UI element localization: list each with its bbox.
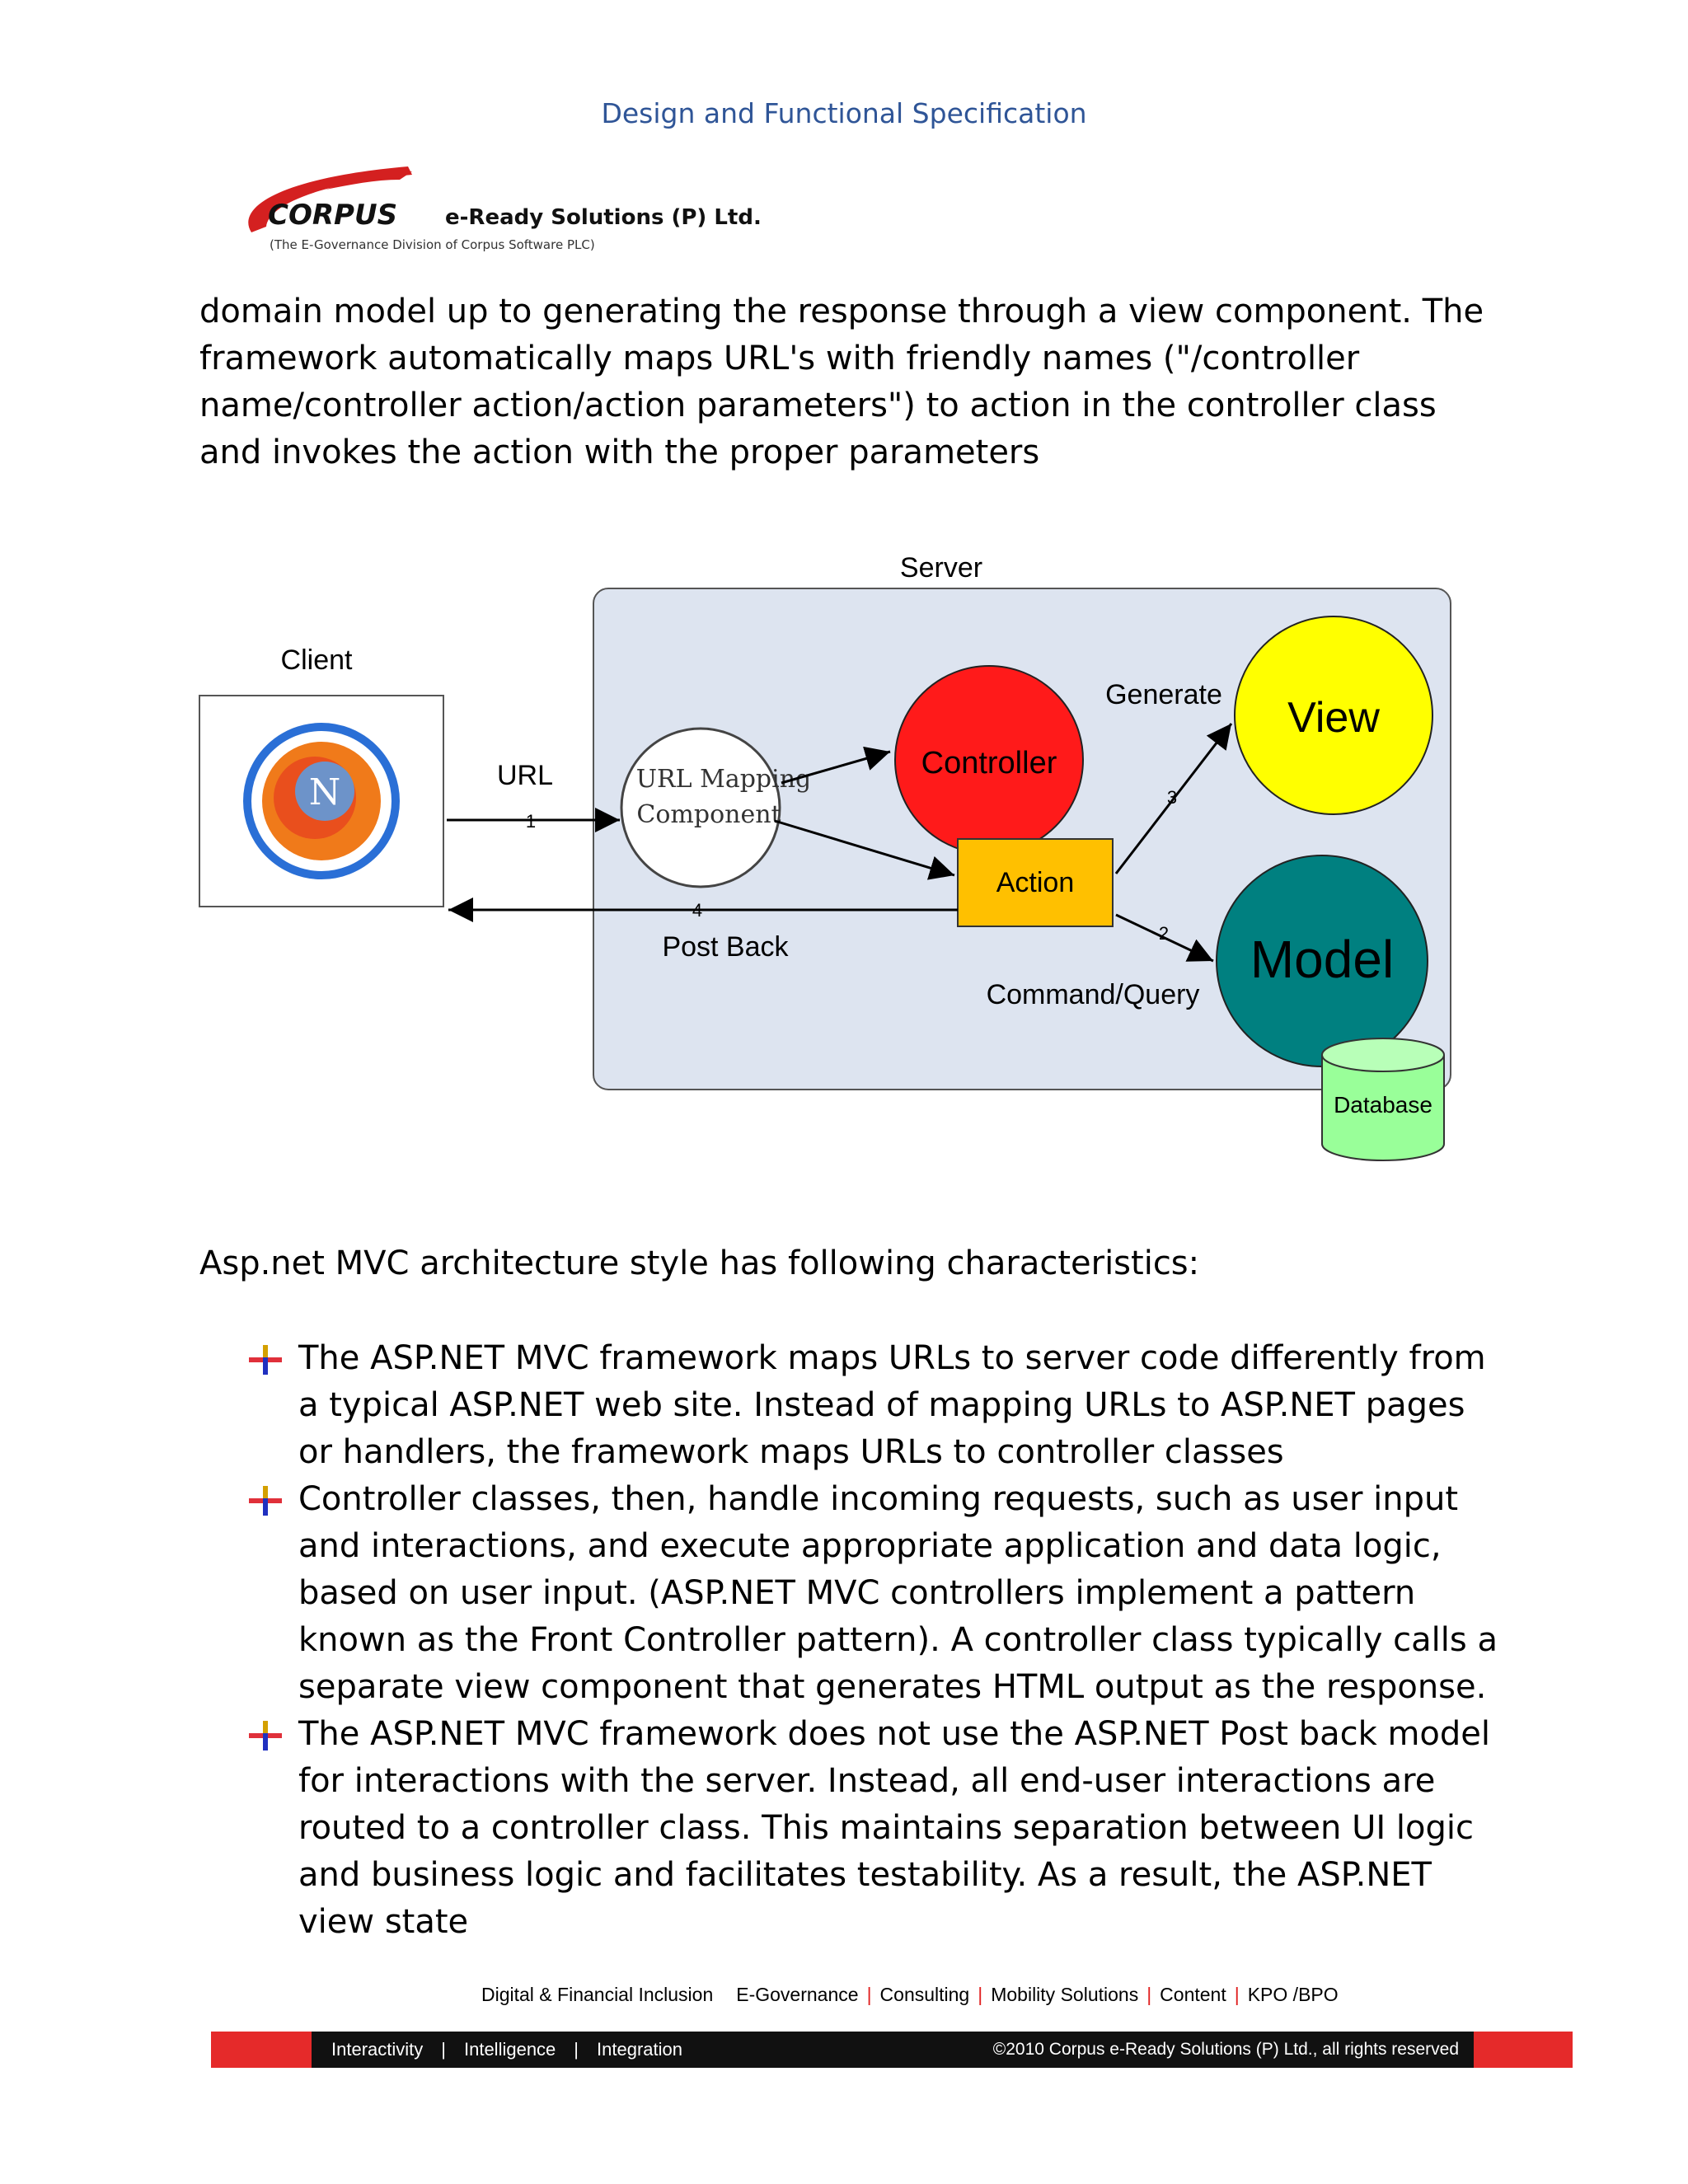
footer-bar-item: Interactivity (331, 2039, 424, 2060)
list-item-text: The ASP.NET MVC framework does not use t… (298, 1715, 1491, 1941)
url-label: URL (497, 760, 553, 791)
characteristics-heading: Asp.net MVC architecture style has follo… (199, 1244, 1200, 1282)
footer-service-item: KPO /BPO (1247, 1984, 1339, 2005)
command-query-label: Command/Query (987, 979, 1200, 1010)
logo-tagline: (The E-Governance Division of Corpus Sof… (270, 237, 595, 252)
database-cylinder (1321, 1038, 1445, 1161)
bullet-cross-icon (249, 1345, 282, 1375)
logo-brand: CORPUS (268, 199, 397, 232)
browser-letter: N (309, 771, 341, 813)
step-3-label: 3 (1167, 787, 1177, 808)
bullet-cross-icon (249, 1486, 282, 1516)
footer-services: Digital & Financial Inclusion E-Governanc… (481, 1984, 1339, 2005)
step-1-label: 1 (526, 811, 536, 832)
list-item-text: Controller classes, then, handle incomin… (298, 1480, 1498, 1706)
logo-company: e-Ready Solutions (P) Ltd. (445, 205, 762, 230)
step-2-label: 2 (1159, 923, 1169, 944)
footer-service-item: Mobility Solutions (991, 1984, 1139, 2005)
footer-copyright: ©2010 Corpus e-Ready Solutions (P) Ltd.,… (992, 2040, 1459, 2059)
database-label: Database (1334, 1092, 1432, 1118)
list-item: The ASP.NET MVC framework does not use t… (246, 1711, 1498, 1946)
footer-service-item: E-Governance (736, 1984, 859, 2005)
bullet-cross-icon (249, 1721, 282, 1750)
step-4-label: 4 (692, 900, 702, 921)
intro-paragraph: domain model up to generating the respon… (199, 293, 1484, 471)
footer-bar-item: Intelligence (463, 2039, 556, 2060)
action-label: Action (996, 867, 1075, 898)
browser-icon: N (243, 723, 400, 879)
corpus-logo: CORPUS e-Ready Solutions (P) Ltd. (The E… (248, 166, 762, 252)
generate-label: Generate (1105, 679, 1222, 710)
server-label: Server (900, 552, 982, 583)
list-item: Controller classes, then, handle incomin… (246, 1476, 1498, 1711)
url-mapping-line1: URL Mapping (636, 765, 811, 794)
list-item: The ASP.NET MVC framework maps URLs to s… (246, 1335, 1498, 1476)
view-label: View (1287, 694, 1380, 742)
footer-service-item: Digital & Financial Inclusion (481, 1984, 714, 2005)
footer-service-item: Consulting (879, 1984, 970, 2005)
client-label: Client (281, 644, 353, 676)
model-label: Model (1250, 930, 1394, 989)
action-box (957, 838, 1114, 927)
list-item-text: The ASP.NET MVC framework maps URLs to s… (298, 1339, 1486, 1471)
post-back-label: Post Back (662, 931, 789, 963)
footer-bar-item: Integration (597, 2039, 682, 2060)
characteristics-list: The ASP.NET MVC framework maps URLs to s… (246, 1335, 1498, 1946)
url-mapping-component (620, 727, 781, 888)
footer-service-item: Content (1160, 1984, 1226, 2005)
url-mapping-line2: Component (636, 800, 781, 829)
footer-bar: Interactivity|Intelligence|Integration ©… (211, 2032, 1573, 2068)
controller-label: Controller (921, 746, 1057, 780)
mvc-diagram: Server Client N URL 1 URL Mapping Compon… (199, 552, 1451, 1161)
document-header-title: Design and Functional Specification (601, 97, 1087, 129)
view-circle (1234, 616, 1433, 815)
